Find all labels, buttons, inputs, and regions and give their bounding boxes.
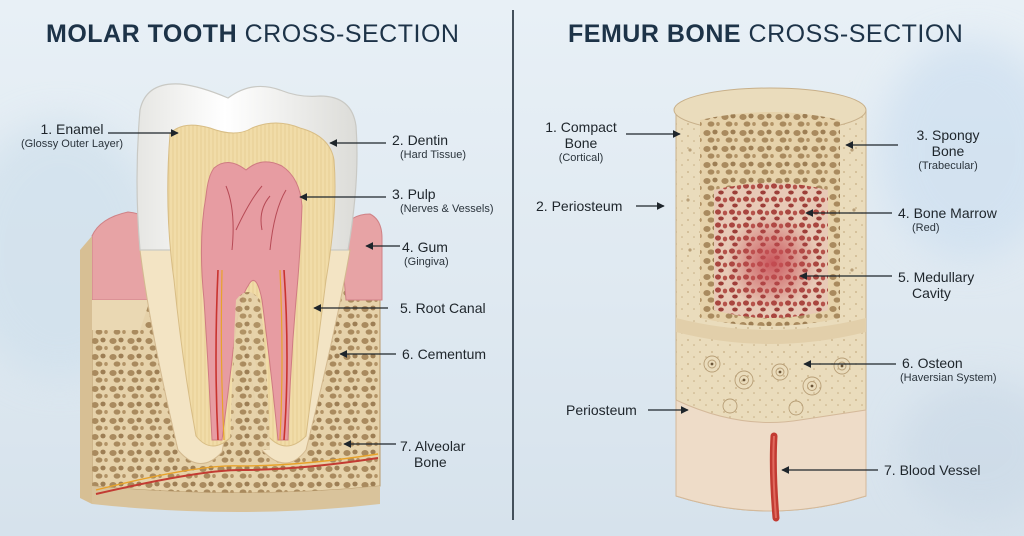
label-bone-marrow: 4. Bone Marrow (Red) <box>898 205 997 235</box>
label-spongy-line2: Bone <box>931 143 965 159</box>
label-medullary-line2: Cavity <box>912 285 951 301</box>
label-medullary-cavity: 5. Medullary Cavity <box>898 269 974 301</box>
label-dentin-name: 2. Dentin <box>392 132 449 148</box>
label-compact-sub: (Cortical) <box>558 152 604 164</box>
tooth-illustration <box>80 83 383 512</box>
label-pulp-name: 3. Pulp <box>392 186 436 202</box>
label-spongy-bone: 3. Spongy Bone (Trabecular) <box>900 127 996 173</box>
femur-title-bold: FEMUR BONE <box>568 20 742 48</box>
label-enamel: 1. Enamel (Glossy Outer Layer) <box>8 121 136 151</box>
label-blood-vessel: 7. Blood Vessel <box>884 462 981 478</box>
label-osteon-sub: (Haversian System) <box>900 372 997 384</box>
label-spongy-sub: (Trabecular) <box>918 160 978 172</box>
label-gum-name: 4. Gum <box>402 239 448 255</box>
center-divider <box>512 10 514 520</box>
label-compact-bone: 1. Compact Bone (Cortical) <box>534 119 628 165</box>
label-pulp-sub: (Nerves & Vessels) <box>400 203 494 215</box>
label-gum-sub: (Gingiva) <box>404 256 449 268</box>
label-cementum-name: 6. Cementum <box>402 346 487 362</box>
label-blood-vessel-name: 7. Blood Vessel <box>884 462 981 478</box>
label-gum: 4. Gum (Gingiva) <box>402 239 449 269</box>
tooth-title-bold: MOLAR TOOTH <box>46 20 238 48</box>
label-periosteum-bottom: Periosteum <box>566 402 637 418</box>
label-enamel-sub: (Glossy Outer Layer) <box>20 138 124 150</box>
label-bone-marrow-name: 4. Bone Marrow <box>898 205 997 221</box>
label-periosteum-bottom-name: Periosteum <box>566 402 637 418</box>
label-periosteum-top: 2. Periosteum <box>536 198 622 214</box>
label-spongy-line1: 3. Spongy <box>916 127 980 143</box>
femur-leader-lines <box>626 130 898 474</box>
background-blur-right <box>880 40 1024 260</box>
label-compact-line2: Bone <box>564 135 598 151</box>
label-dentin: 2. Dentin (Hard Tissue) <box>392 132 466 162</box>
label-root-canal: 5. Root Canal <box>400 300 486 316</box>
label-alveolar-line2: Bone <box>414 454 447 470</box>
femur-illustration <box>673 87 867 522</box>
label-root-canal-name: 5. Root Canal <box>400 300 486 316</box>
background-blur-bottom <box>900 380 1024 520</box>
label-medullary-line1: 5. Medullary <box>898 269 975 285</box>
label-dentin-sub: (Hard Tissue) <box>400 149 467 161</box>
tooth-leader-lines <box>108 129 400 448</box>
femur-title: FEMUR BONE CROSS-SECTION <box>568 20 963 49</box>
label-osteon: 6. Osteon (Haversian System) <box>900 355 997 385</box>
label-cementum: 6. Cementum <box>402 346 486 362</box>
label-pulp: 3. Pulp (Nerves & Vessels) <box>392 186 494 216</box>
label-compact-line1: 1. Compact <box>545 119 617 135</box>
label-enamel-name: 1. Enamel <box>40 121 104 137</box>
tooth-title-light: CROSS-SECTION <box>244 20 460 48</box>
label-osteon-name: 6. Osteon <box>902 355 963 371</box>
label-alveolar-line1: 7. Alveolar <box>400 438 466 454</box>
label-periosteum-top-name: 2. Periosteum <box>536 198 623 214</box>
label-bone-marrow-sub: (Red) <box>912 222 940 234</box>
tooth-title: MOLAR TOOTH CROSS-SECTION <box>46 20 459 49</box>
label-alveolar-bone: 7. Alveolar Bone <box>400 438 465 470</box>
femur-title-light: CROSS-SECTION <box>748 20 964 48</box>
